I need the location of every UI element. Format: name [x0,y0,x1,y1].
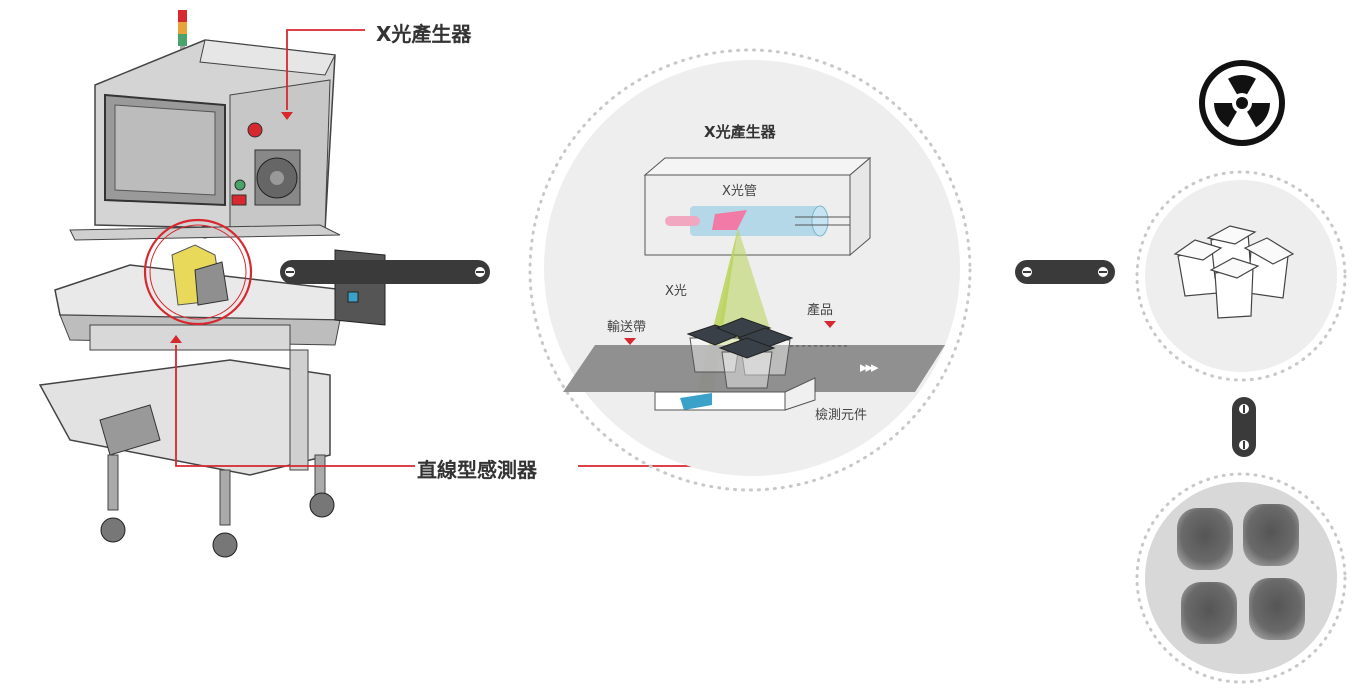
tube-label: X光管 [722,184,757,199]
detector-label: 檢測元件 [815,408,868,423]
flow-direction-arrows: ▸▸▸ [860,358,879,376]
product-view-circle [1135,170,1347,382]
connector-vertical [1232,397,1256,457]
connector-left [280,260,490,284]
connector-middle [1015,260,1115,284]
product-cups-icon [686,317,794,389]
radiation-icon [1199,60,1285,146]
xray-label: X光 [665,284,687,299]
linear-sensor-label: 直線型感測器 [417,458,537,482]
conveyor-label: 輸送帶 [607,320,647,335]
xray-image-circle [1135,472,1347,684]
product-label: 產品 [807,303,834,318]
sensor-highlight-ring [143,218,253,326]
detail-title: X光產生器 [704,123,776,141]
xray-generator-label: X光產生器 [376,22,472,46]
